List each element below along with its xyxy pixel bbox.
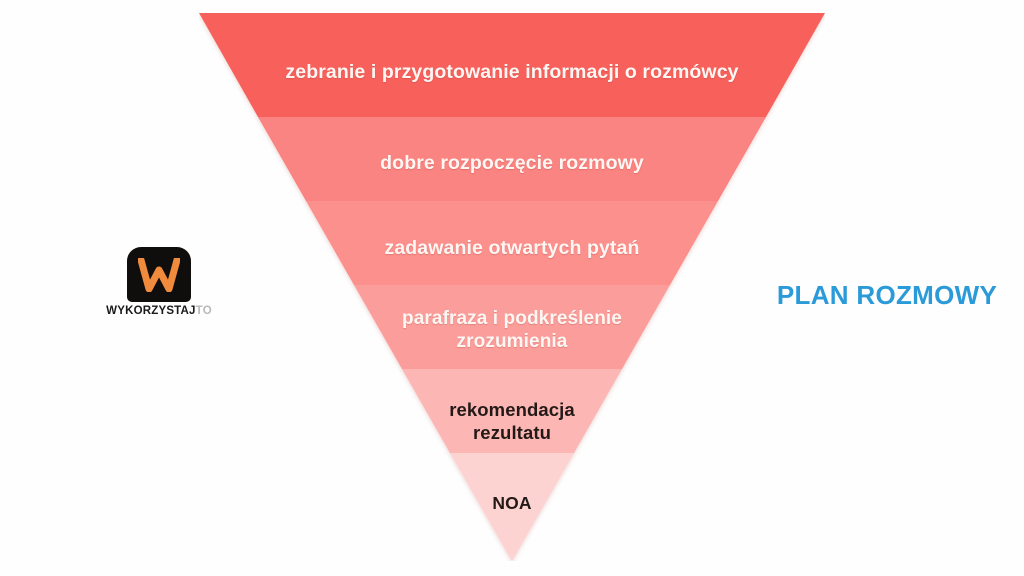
- funnel-band-shape-3: [306, 201, 718, 285]
- page-title: PLAN ROZMOWY: [776, 280, 998, 310]
- funnel-band-shape-5: [402, 369, 622, 453]
- brand-logo: WYKORZYSTAJTO: [97, 247, 221, 329]
- funnel-band-shape-2: [258, 117, 766, 201]
- funnel-band-shape-6: [450, 453, 574, 561]
- funnel-band-shape-4: [354, 285, 670, 369]
- funnel-band-shape-1: [199, 13, 825, 117]
- logo-wordmark-main: WYKORZYSTAJ: [106, 305, 196, 317]
- logo-wordmark-suffix: TO: [195, 305, 212, 317]
- logo-mark-icon: [127, 247, 191, 302]
- logo-wordmark: WYKORZYSTAJTO: [97, 305, 221, 317]
- funnel-diagram: zebranie i przygotowanie informacji o ro…: [199, 13, 825, 561]
